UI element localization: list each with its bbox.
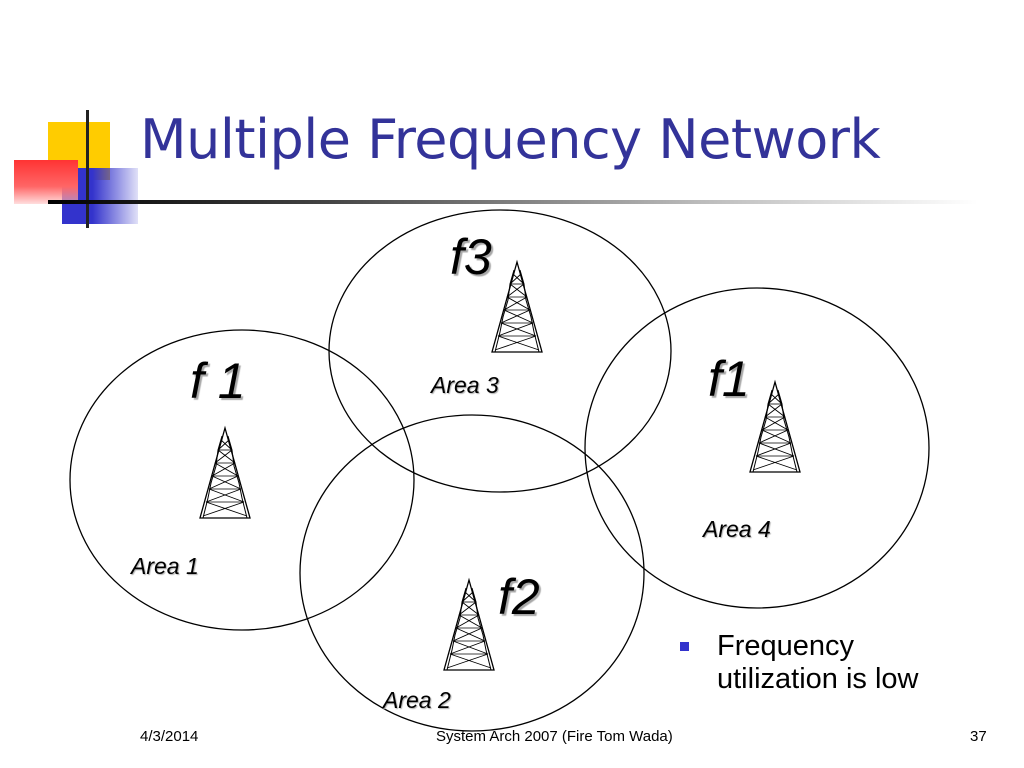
footer-center: System Arch 2007 (Fire Tom Wada) bbox=[436, 728, 673, 745]
frequency-label-area-3: f3 bbox=[450, 229, 492, 285]
area-2-circle bbox=[299, 414, 645, 732]
tower-icon bbox=[491, 261, 543, 353]
area-3-circle bbox=[328, 209, 672, 493]
tower-icon bbox=[443, 579, 495, 671]
area-label-1: Area 1 bbox=[131, 553, 199, 579]
area-label-3: Area 3 bbox=[431, 372, 499, 398]
area-1-circle bbox=[69, 329, 415, 631]
footer-page-number: 37 bbox=[970, 728, 987, 745]
title-underline bbox=[48, 200, 978, 204]
bullet-square-icon bbox=[680, 642, 689, 651]
corner-decoration bbox=[0, 0, 150, 230]
bullet-text: Frequency utilization is low bbox=[717, 630, 919, 695]
area-4-circle bbox=[584, 287, 930, 609]
frequency-label-area-4: f1 bbox=[708, 351, 750, 407]
tower-icon bbox=[199, 427, 251, 519]
frequency-label-area-1: f 1 bbox=[190, 353, 246, 409]
frequency-label-area-2: f2 bbox=[498, 569, 540, 625]
slide-title: Multiple Frequency Network bbox=[140, 108, 881, 171]
footer-date: 4/3/2014 bbox=[140, 728, 199, 745]
red-square bbox=[14, 160, 78, 204]
vertical-line bbox=[86, 110, 89, 228]
area-label-2: Area 2 bbox=[383, 687, 451, 713]
area-label-4: Area 4 bbox=[703, 516, 771, 542]
tower-icon bbox=[749, 381, 801, 473]
